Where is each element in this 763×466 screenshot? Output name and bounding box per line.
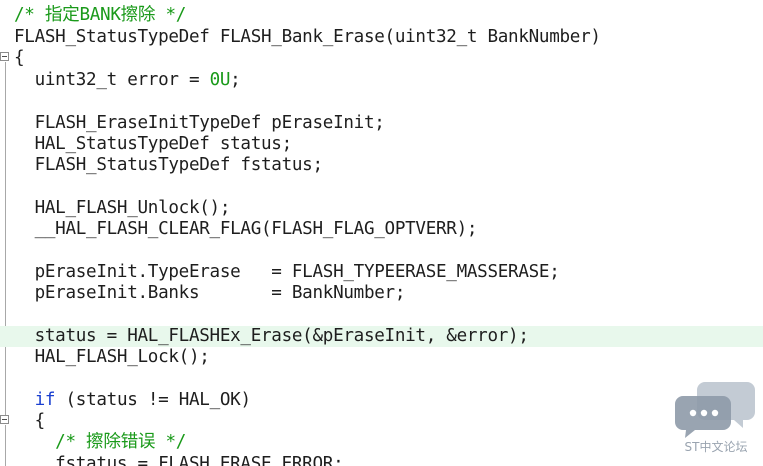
watermark: ST中文论坛 — [675, 378, 757, 458]
code-segment: uint32_t error = — [14, 70, 210, 90]
code-number: 0U — [209, 70, 231, 90]
code-text: pEraseInit.TypeErase = FLASH_TYPEERASE_M… — [14, 262, 560, 282]
code-line — [0, 369, 763, 390]
fold-guide-line — [5, 425, 6, 466]
code-line: pEraseInit.Banks = BankNumber; — [0, 283, 763, 304]
code-line — [0, 91, 763, 112]
code-text: if (status != HAL_OK) — [14, 390, 251, 411]
code-line — [0, 177, 763, 198]
code-segment: (status != HAL_OK) — [55, 390, 251, 410]
code-text: __HAL_FLASH_CLEAR_FLAG(FLASH_FLAG_OPTVER… — [14, 219, 478, 239]
code-line: FLASH_EraseInitTypeDef pEraseInit; — [0, 113, 763, 134]
code-line: FLASH_StatusTypeDef fstatus; — [0, 155, 763, 176]
code-text: HAL_FLASH_Lock(); — [14, 347, 210, 367]
code-line — [0, 305, 763, 326]
fold-collapse-icon[interactable] — [0, 52, 9, 61]
code-text: HAL_FLASH_Unlock(); — [14, 198, 231, 218]
code-text: uint32_t error = 0U; — [14, 70, 241, 91]
code-keyword: if — [34, 390, 56, 410]
code-text: FLASH_EraseInitTypeDef pEraseInit; — [14, 113, 385, 133]
code-line: { — [0, 48, 763, 69]
code-text: HAL_StatusTypeDef status; — [14, 134, 293, 154]
code-text: status = HAL_FLASHEx_Erase(&pEraseInit, … — [14, 326, 529, 346]
code-comment: /* 指定BANK擦除 */ — [14, 5, 187, 25]
code-line: pEraseInit.TypeErase = FLASH_TYPEERASE_M… — [0, 262, 763, 283]
fold-guide-line — [5, 62, 6, 422]
code-line: HAL_FLASH_Lock(); — [0, 347, 763, 368]
watermark-label: ST中文论坛 — [684, 440, 748, 454]
code-text: fstatus = FLASH_ERASE_ERROR; — [14, 454, 344, 466]
code-line: uint32_t error = 0U; — [0, 70, 763, 91]
code-line: FLASH_StatusTypeDef FLASH_Bank_Erase(uin… — [0, 27, 763, 48]
code-segment: ; — [230, 70, 241, 90]
code-line: { — [0, 411, 763, 432]
code-line: HAL_FLASH_Unlock(); — [0, 198, 763, 219]
fold-collapse-icon[interactable] — [0, 415, 9, 424]
chat-bubbles-icon — [675, 382, 755, 438]
code-line: __HAL_FLASH_CLEAR_FLAG(FLASH_FLAG_OPTVER… — [0, 219, 763, 240]
code-line: if (status != HAL_OK) — [0, 390, 763, 411]
code-segment — [14, 390, 35, 410]
code-line-highlighted: status = HAL_FLASHEx_Erase(&pEraseInit, … — [0, 326, 763, 347]
code-line: /* 擦除错误 */ — [0, 432, 763, 453]
code-comment: /* 擦除错误 */ — [14, 432, 187, 452]
code-text: { — [14, 48, 25, 68]
code-text: { — [14, 411, 46, 431]
code-line — [0, 241, 763, 262]
code-text: FLASH_StatusTypeDef fstatus; — [14, 155, 324, 175]
code-line: HAL_StatusTypeDef status; — [0, 134, 763, 155]
fold-gutter — [0, 0, 12, 466]
code-line: /* 指定BANK擦除 */ — [0, 5, 763, 26]
code-text: pEraseInit.Banks = BankNumber; — [14, 283, 406, 303]
code-text: FLASH_StatusTypeDef FLASH_Bank_Erase(uin… — [14, 27, 601, 47]
code-line: fstatus = FLASH_ERASE_ERROR; — [0, 454, 763, 466]
